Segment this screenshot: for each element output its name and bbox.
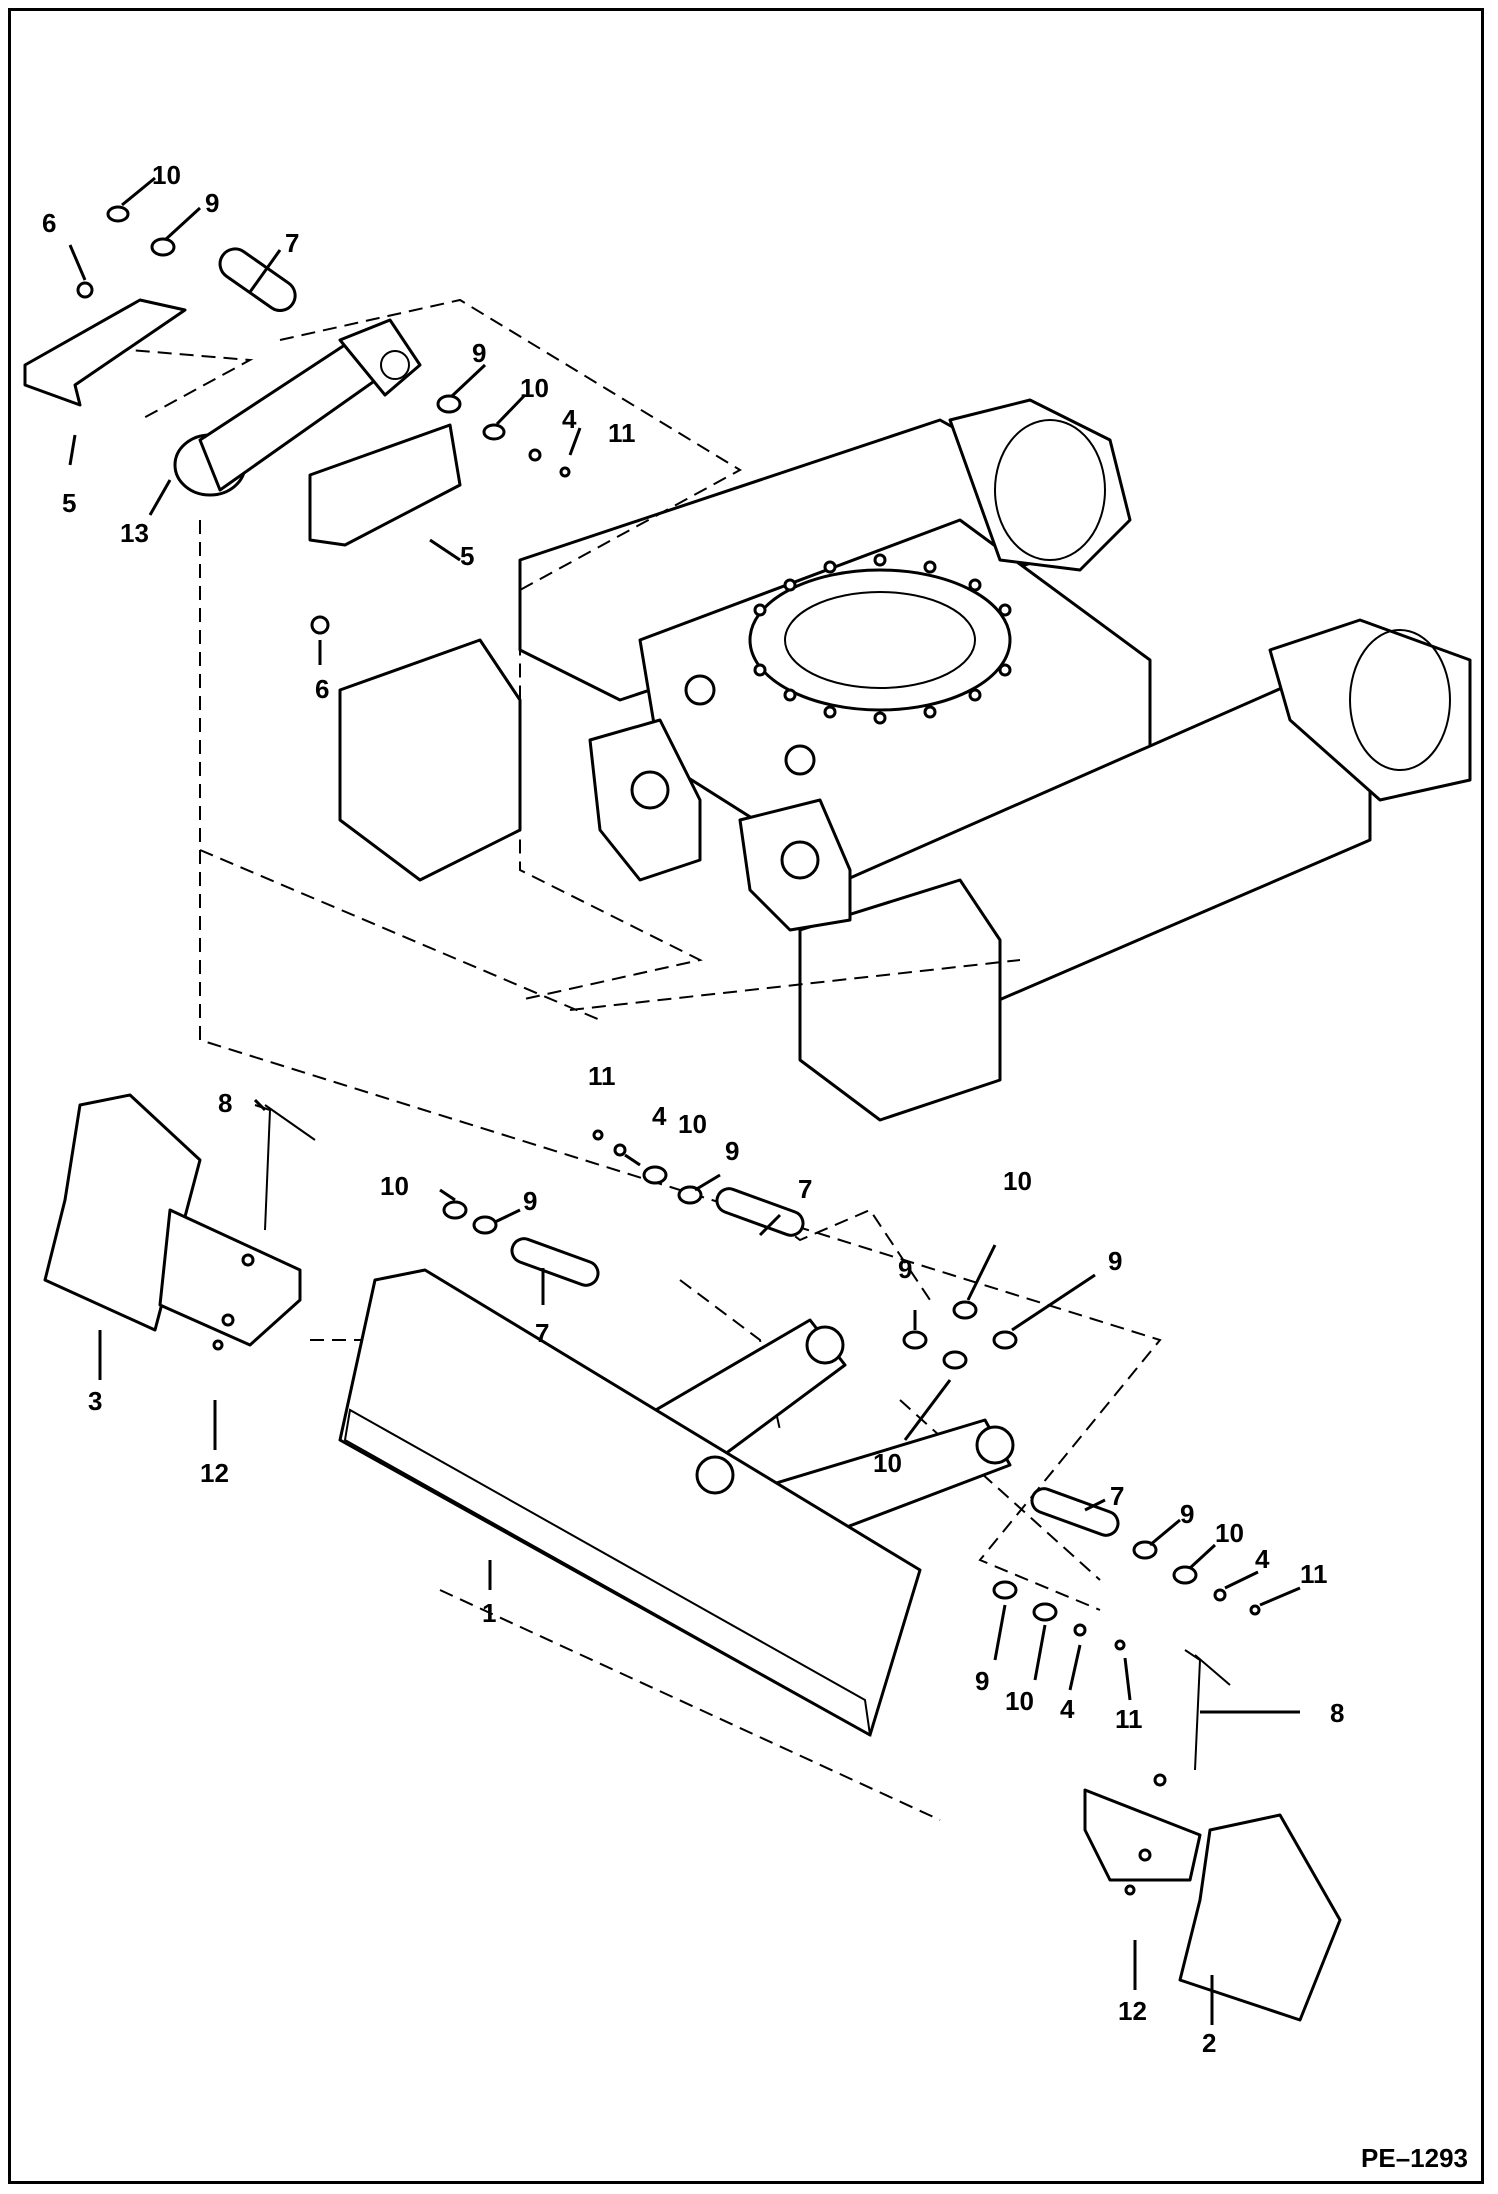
callout-10: 10 — [1215, 1518, 1244, 1548]
assembly-lines — [69, 298, 1162, 1821]
right-blade-extension — [1083, 1649, 1342, 2022]
callout-10: 10 — [873, 1448, 902, 1478]
callout-6: 6 — [315, 674, 329, 704]
callout-4: 4 — [1060, 1694, 1075, 1724]
callout-11: 11 — [608, 418, 636, 448]
callout-12: 12 — [200, 1458, 229, 1488]
callout-7: 7 — [1110, 1481, 1124, 1511]
callout-9: 9 — [1180, 1499, 1194, 1529]
callout-13: 13 — [120, 518, 149, 548]
swing-bolt-circle — [753, 553, 1012, 725]
callout-11: 11 — [1300, 1559, 1328, 1589]
left-blade-extension — [43, 1093, 316, 1351]
callout-11: 11 — [588, 1061, 616, 1091]
leader-lines — [68, 176, 1301, 2025]
callout-9: 9 — [472, 338, 486, 368]
drawing-frame — [8, 8, 1484, 2184]
dozer-blade-assembly — [338, 1129, 1261, 1737]
callout-9: 9 — [523, 1186, 537, 1216]
callout-1: 1 — [482, 1598, 496, 1628]
upper-hardware — [106, 205, 571, 478]
callout-10: 10 — [1005, 1686, 1034, 1716]
callout-5: 5 — [62, 488, 76, 518]
callout-labels: 10 9 6 7 9 10 4 11 5 13 5 6 8 11 4 10 9 … — [42, 160, 1344, 2058]
figure-reference-code: PE–1293 — [1361, 2143, 1468, 2173]
callout-10: 10 — [1003, 1166, 1032, 1196]
cylinder-assembly — [23, 247, 462, 635]
callout-8: 8 — [218, 1088, 232, 1118]
callout-9: 9 — [205, 188, 219, 218]
undercarriage-frame — [338, 398, 1472, 1122]
callout-3: 3 — [88, 1386, 102, 1416]
callout-5: 5 — [460, 541, 474, 571]
callout-9: 9 — [898, 1254, 912, 1284]
callout-2: 2 — [1202, 2028, 1216, 2058]
callout-10: 10 — [380, 1171, 409, 1201]
callout-9: 9 — [725, 1136, 739, 1166]
callout-6: 6 — [42, 208, 56, 238]
callout-10: 10 — [152, 160, 181, 190]
callout-9: 9 — [1108, 1246, 1122, 1276]
callout-10: 10 — [678, 1109, 707, 1139]
callout-4: 4 — [1255, 1544, 1270, 1574]
callout-4: 4 — [562, 404, 577, 434]
callout-4: 4 — [652, 1101, 667, 1131]
callout-12: 12 — [1118, 1996, 1147, 2026]
callout-7: 7 — [535, 1318, 549, 1348]
callout-10: 10 — [520, 373, 549, 403]
callout-8: 8 — [1330, 1698, 1344, 1728]
callout-7: 7 — [798, 1174, 812, 1204]
callout-11: 11 — [1115, 1704, 1143, 1734]
callout-9: 9 — [975, 1666, 989, 1696]
callout-7: 7 — [285, 228, 299, 258]
